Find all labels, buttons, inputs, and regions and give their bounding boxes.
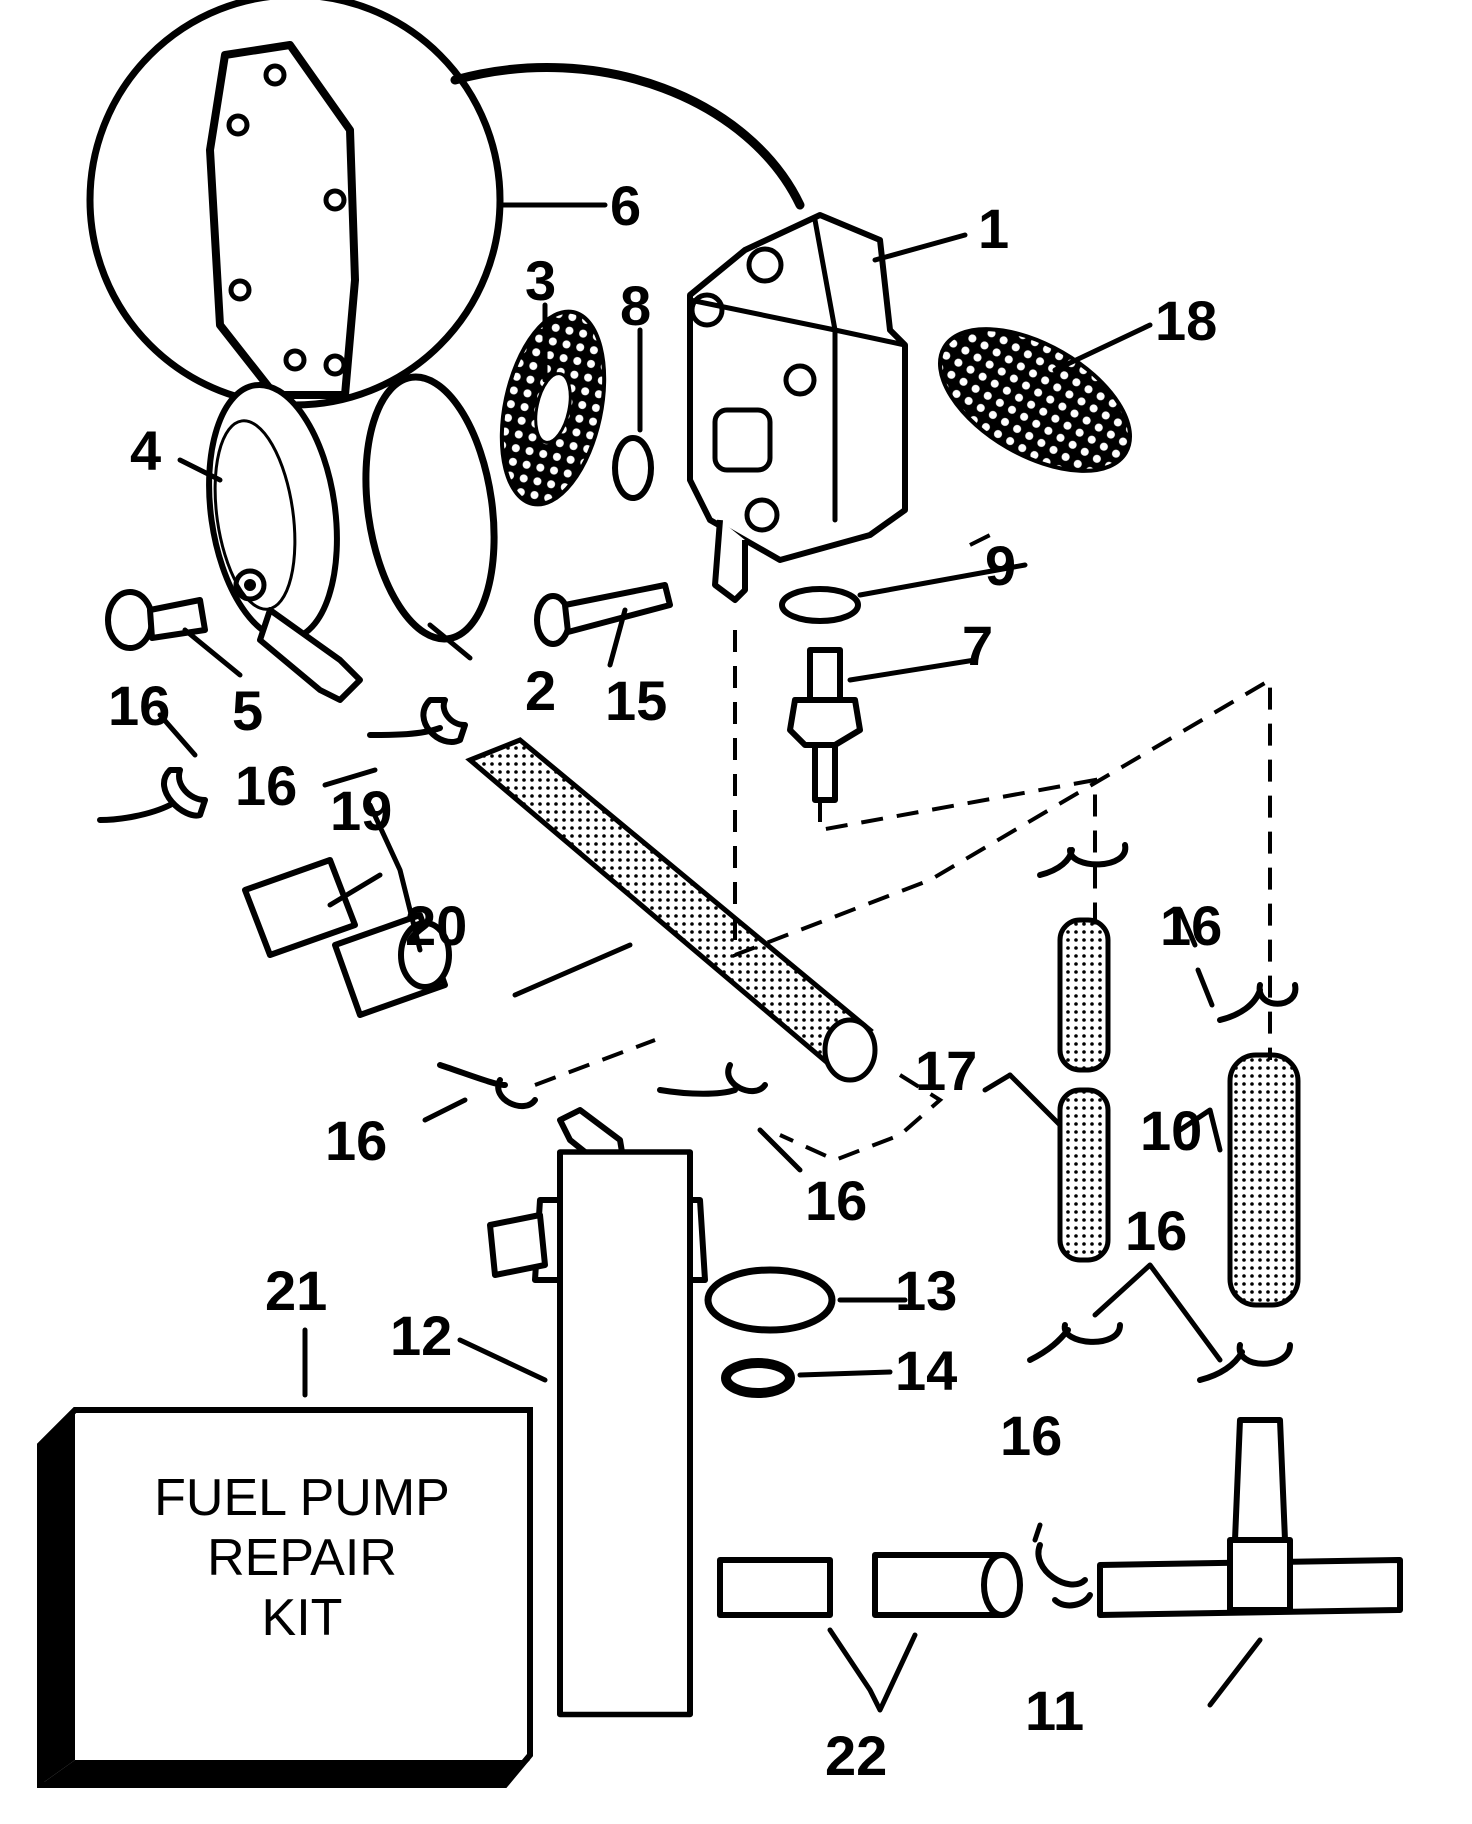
callout-6: 6	[610, 174, 641, 237]
callouts: 1 2 3 4 5 6 7 8 9 10 11 12 13 14 15 16 1…	[108, 174, 1222, 1787]
callout-3: 3	[525, 249, 556, 312]
callout-12: 12	[390, 1304, 452, 1367]
callout-16-b: 16	[235, 754, 297, 817]
callout-5: 5	[232, 679, 263, 742]
filter-screen	[938, 327, 1132, 473]
callout-8: 8	[620, 274, 651, 337]
callout-1: 1	[978, 197, 1009, 260]
hose-pieces-upper	[242, 857, 452, 1018]
callout-15: 15	[605, 669, 667, 732]
hose-clamps	[97, 697, 1299, 1609]
repair-kit-box: FUEL PUMP REPAIR KIT	[37, 1407, 533, 1788]
callout-11: 11	[1025, 1679, 1084, 1742]
leader-lines	[157, 202, 1263, 1713]
fitting-o-ring	[779, 586, 861, 624]
canister-gasket	[704, 1266, 836, 1334]
callout-7: 7	[962, 614, 993, 677]
hose-pieces-lower	[717, 1552, 1023, 1618]
t-fitting	[1097, 1417, 1403, 1618]
callout-16-g: 16	[1000, 1404, 1062, 1467]
canister-o-ring	[721, 1358, 795, 1398]
callout-16-c: 16	[1160, 894, 1222, 957]
callout-21: 21	[265, 1259, 327, 1322]
kit-label-line2: REPAIR	[207, 1529, 397, 1587]
callout-17: 17	[915, 1039, 977, 1102]
callout-22: 22	[825, 1724, 887, 1787]
small-filter-lower	[1057, 1087, 1111, 1263]
callout-16-e: 16	[805, 1169, 867, 1232]
fuel-fitting	[787, 647, 863, 803]
callout-14: 14	[895, 1339, 957, 1402]
callout-13: 13	[895, 1259, 957, 1322]
callout-20: 20	[405, 894, 467, 957]
callout-9: 9	[985, 534, 1016, 597]
cover-screw	[105, 589, 208, 651]
filter-canister	[487, 1107, 708, 1718]
large-o-ring	[362, 373, 498, 643]
long-screw	[534, 582, 673, 647]
long-filter-tube	[465, 737, 874, 1069]
pump-cover	[206, 381, 363, 703]
callout-18: 18	[1155, 289, 1217, 352]
right-filter-tube	[1227, 1052, 1301, 1308]
callout-16-f: 16	[1125, 1199, 1187, 1262]
small-o-ring	[612, 435, 654, 501]
routing-dashed-lines	[534, 528, 1272, 1163]
kit-label-line1: FUEL PUMP	[154, 1469, 450, 1527]
callout-2: 2	[525, 659, 556, 722]
callout-19: 19	[330, 779, 392, 842]
fuel-pump-body	[687, 212, 908, 603]
callout-4: 4	[130, 419, 161, 482]
kit-label-line3: KIT	[262, 1589, 343, 1647]
callout-10: 10	[1140, 1099, 1202, 1162]
callout-16-d: 16	[325, 1109, 387, 1172]
callout-16-a: 16	[108, 674, 170, 737]
small-filter-upper	[1057, 917, 1111, 1073]
